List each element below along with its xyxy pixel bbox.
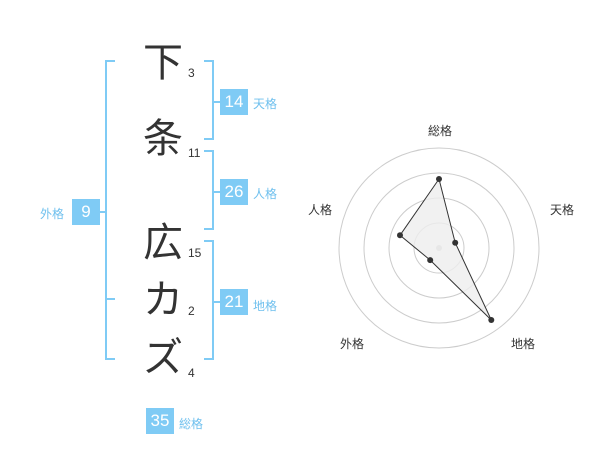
jinkaku-connector	[213, 191, 221, 193]
stroke-count-4: 2	[188, 304, 195, 318]
radar-axis-label-jinkaku: 人格	[308, 203, 333, 217]
chikaku-connector	[213, 301, 221, 303]
tenkaku-connector	[213, 101, 221, 103]
gaikaku-bracket-mid	[105, 298, 115, 300]
radar-axis-label-chikaku: 地格	[511, 337, 536, 351]
jinkaku-label: 人格	[253, 187, 278, 201]
gaikaku-label: 外格	[40, 207, 65, 221]
stroke-count-5: 4	[188, 366, 195, 380]
chikaku-label: 地格	[253, 299, 278, 313]
name-char-1: 下	[143, 40, 183, 86]
radar-point	[427, 257, 434, 264]
stroke-count-2: 11	[188, 146, 201, 160]
name-char-3: 広	[143, 220, 183, 266]
radar-point	[397, 232, 403, 239]
gaikaku-bracket-vertical	[105, 60, 107, 360]
gaikaku-value: 9	[72, 199, 100, 225]
chikaku-bracket-top	[204, 240, 214, 242]
tenkaku-bracket-top	[204, 60, 214, 62]
gaikaku-bracket-top	[105, 60, 115, 62]
radar-axis-label-soukaku: 総格	[428, 124, 453, 138]
tenkaku-bracket-bottom	[204, 138, 214, 140]
tenkaku-value: 14	[220, 89, 248, 115]
chikaku-bracket-bottom	[204, 358, 214, 360]
name-char-4: カ	[143, 277, 183, 323]
gaikaku-bracket-bottom	[105, 358, 115, 360]
tenkaku-label: 天格	[253, 97, 278, 111]
tenkaku-bracket-vertical	[212, 60, 214, 140]
soukaku-value: 35	[146, 408, 174, 434]
radar-point	[436, 176, 442, 182]
radar-series-polygon	[399, 177, 492, 321]
radar-points	[397, 176, 495, 323]
stroke-count-1: 3	[188, 66, 195, 80]
radar-ring	[363, 172, 515, 324]
jinkaku-value: 26	[220, 179, 248, 205]
radar-ring	[338, 147, 540, 349]
name-char-5: ズ	[143, 335, 183, 381]
soukaku-label: 総格	[179, 417, 204, 431]
stroke-count-3: 15	[188, 246, 202, 260]
jinkaku-bracket-top	[204, 150, 214, 152]
jinkaku-bracket-bottom	[204, 228, 214, 230]
radar-axis-label-gaikaku: 外格	[340, 337, 365, 351]
radar-point	[488, 317, 495, 323]
gaikaku-connector	[100, 211, 106, 213]
radar-axis-label-tenkaku: 天格	[550, 203, 575, 217]
chikaku-bracket-vertical	[212, 240, 214, 360]
name-char-2: 条	[143, 116, 183, 162]
radar-point	[452, 239, 459, 246]
jinkaku-bracket-vertical	[212, 150, 214, 230]
chikaku-value: 21	[220, 289, 248, 315]
radar-shape	[399, 177, 492, 321]
